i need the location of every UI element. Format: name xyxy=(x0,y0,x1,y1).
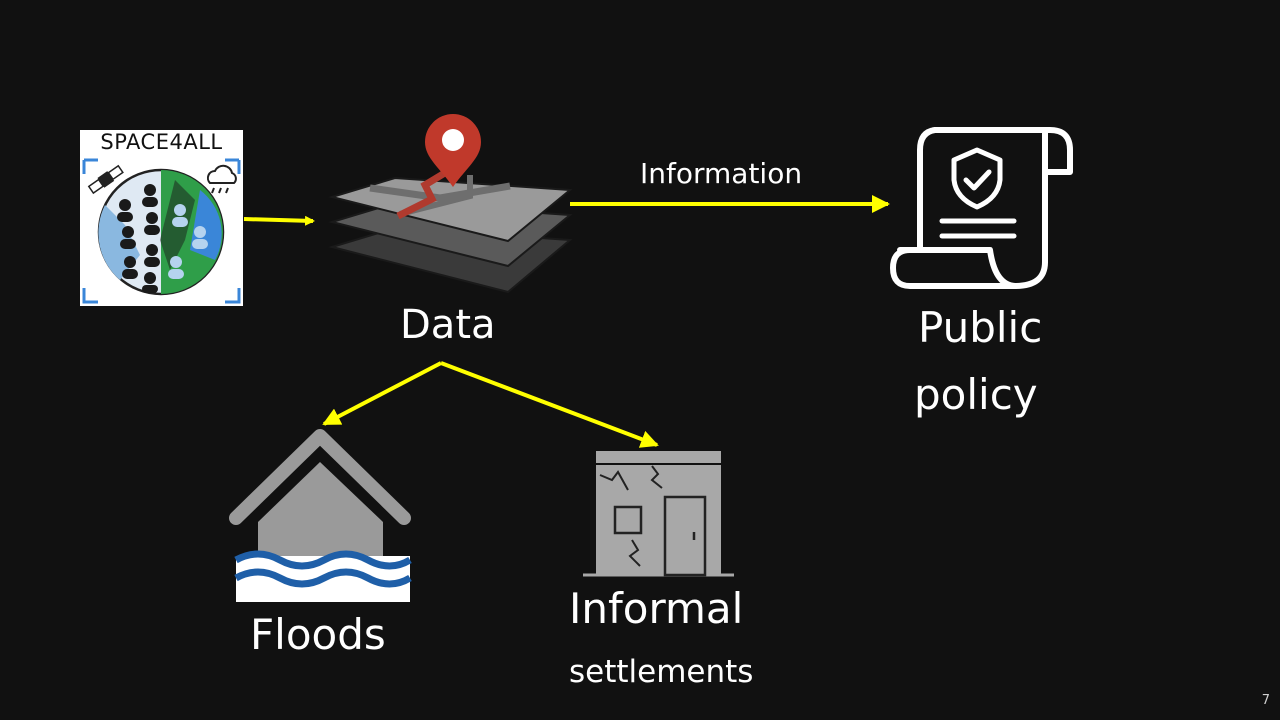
node-label-informal: Informal xyxy=(569,584,744,633)
page-number: 7 xyxy=(1261,693,1270,708)
node-label-public: Public xyxy=(918,303,1043,352)
arrow-logo-to-data xyxy=(243,215,315,226)
space4all-logo xyxy=(80,130,243,306)
logo-title: SPACE4ALL xyxy=(100,130,223,154)
node-label-data: Data xyxy=(400,302,496,348)
node-label-settlements: settlements xyxy=(569,654,754,690)
flooded-house-icon xyxy=(229,429,412,602)
rain-cloud-icon xyxy=(206,164,237,194)
satellite-icon xyxy=(87,164,124,195)
cracked-building-icon xyxy=(583,451,734,577)
node-label-policy: policy xyxy=(914,370,1038,419)
policy-document-shield-icon xyxy=(890,127,1073,289)
map-layers-pin-icon xyxy=(328,114,573,294)
arrow-data-to-floods xyxy=(322,361,442,426)
globe-icon xyxy=(97,168,225,296)
arrow-data-to-informal xyxy=(440,361,659,448)
edge-label-information: Information xyxy=(640,157,803,190)
node-label-floods: Floods xyxy=(250,610,386,659)
